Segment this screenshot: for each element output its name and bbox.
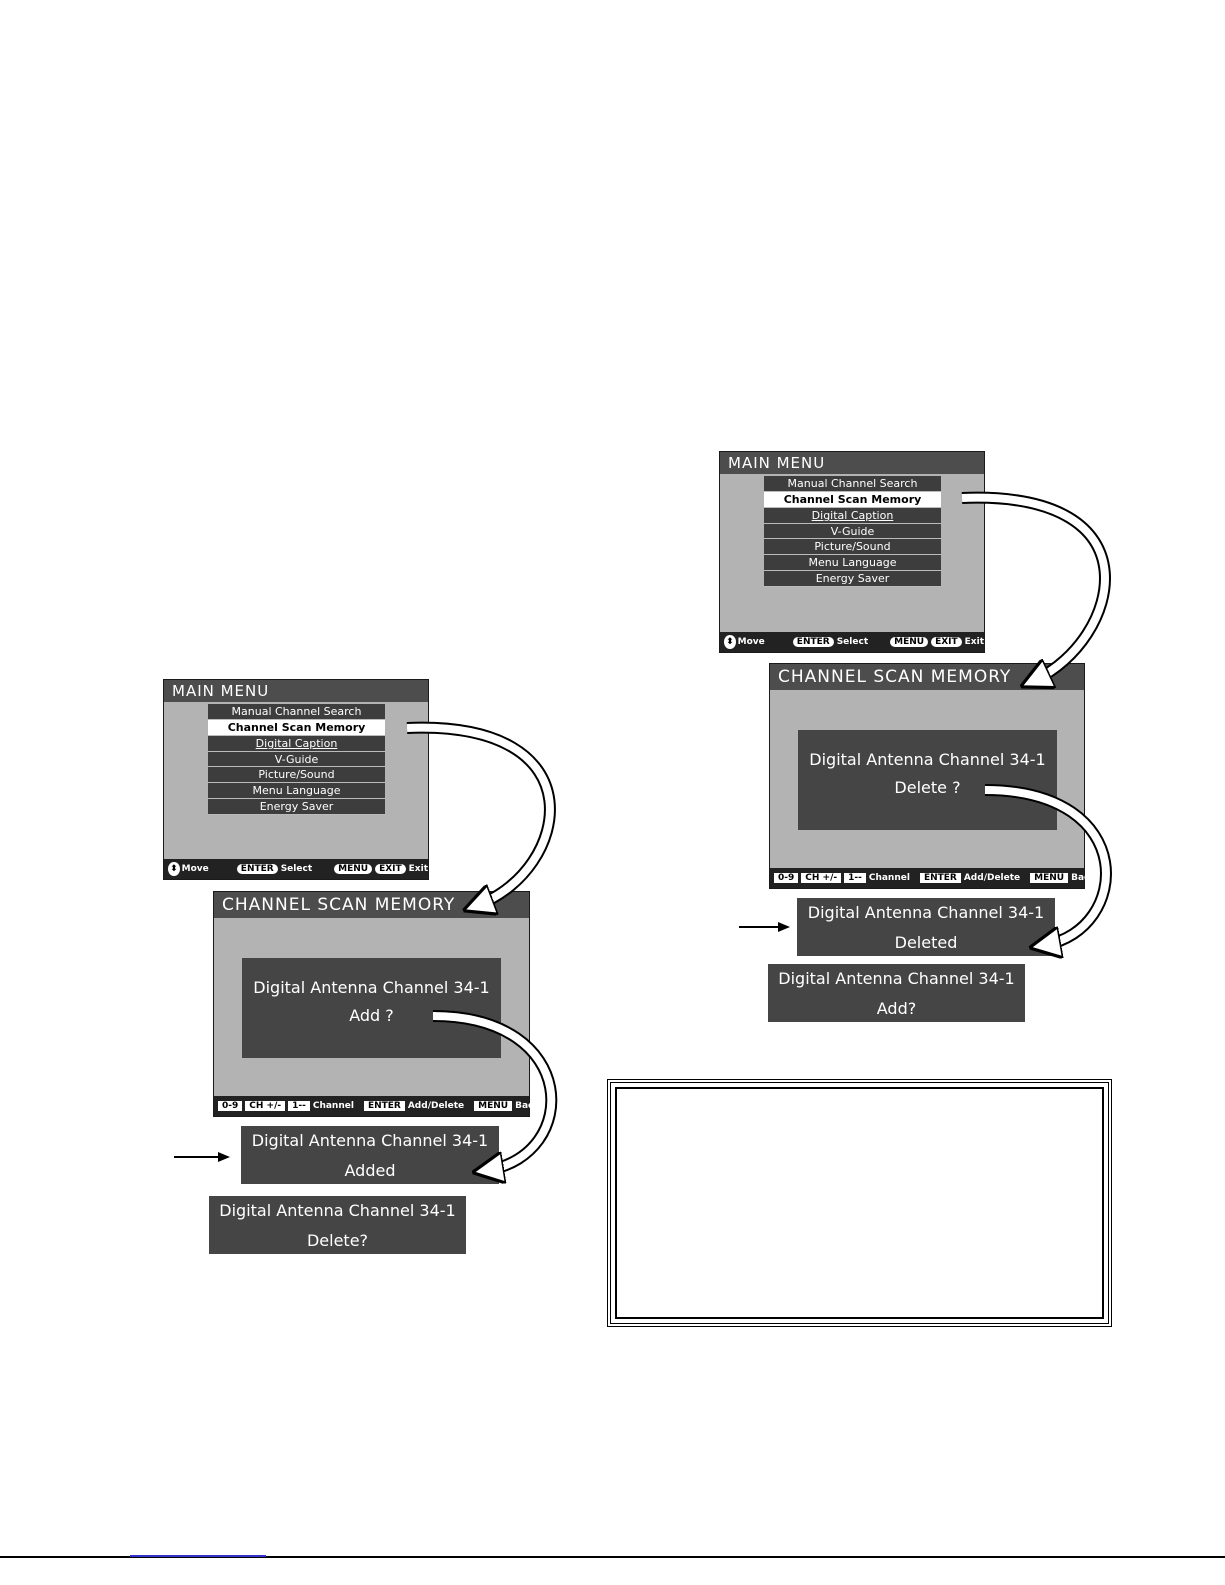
dialog-line1: Digital Antenna Channel 34-1 xyxy=(253,978,490,997)
next-line1: Digital Antenna Channel 34-1 xyxy=(219,1201,456,1220)
scan-dialog: Digital Antenna Channel 34-1 Delete ? xyxy=(798,730,1057,830)
footer-digits-key: 0-9 xyxy=(218,1101,243,1111)
next-line2: Delete? xyxy=(306,1231,369,1250)
menu-item-picture-sound[interactable]: Picture/Sound xyxy=(764,539,941,555)
right-arrow-pointer-icon xyxy=(174,922,790,1162)
footer-exit-key: EXIT xyxy=(931,637,962,647)
next-line1: Digital Antenna Channel 34-1 xyxy=(778,969,1015,988)
page-bottom-rule xyxy=(0,1556,1225,1558)
footer-enter-key: ENTER xyxy=(236,864,278,874)
menu-item-v-guide[interactable]: V-Guide xyxy=(764,524,941,539)
footer-digits-key: 0-9 xyxy=(774,873,799,883)
footer-dash-key: 1-- xyxy=(844,873,866,883)
footer-enter-key: ENTER xyxy=(919,873,961,883)
left-channel-scan-memory-screen: CHANNEL SCAN MEMORY Digital Antenna Chan… xyxy=(213,891,539,1117)
footer-select-label: Select xyxy=(836,637,869,647)
scan-footer: 0-9 CH +/- 1-- Channel ENTER Add/Delete … xyxy=(770,868,1095,888)
footer-move-label: Move xyxy=(737,637,765,647)
footer-channel-label: Channel xyxy=(868,873,910,883)
note-box-inner xyxy=(615,1087,1104,1319)
dialog-line2: Delete ? xyxy=(894,778,961,797)
footer-ch-key: CH +/- xyxy=(801,873,842,883)
footer-menu-key: MENU xyxy=(334,864,373,874)
menu-item-channel-scan-memory[interactable]: Channel Scan Memory xyxy=(764,492,941,508)
footer-select-label: Select xyxy=(280,864,313,874)
left-result-added: Digital Antenna Channel 34-1 Added xyxy=(241,1126,499,1184)
curved-flow-arrow-icon xyxy=(406,491,1112,1170)
note-box xyxy=(607,1079,1112,1327)
footer-channel-label: Channel xyxy=(312,1101,354,1111)
menu-item-menu-language[interactable]: Menu Language xyxy=(208,783,385,799)
main-menu-footer: ⬍ Move ENTER Select MENU EXIT Exit xyxy=(720,632,984,652)
footer-back-label: Back xyxy=(515,1101,540,1111)
footer-menu-key: MENU xyxy=(1030,873,1069,883)
scan-dialog: Digital Antenna Channel 34-1 Add ? xyxy=(242,958,501,1058)
right-main-menu-screen: MAIN MENU Manual Channel Search Channel … xyxy=(719,451,985,653)
menu-item-v-guide[interactable]: V-Guide xyxy=(208,752,385,767)
footer-exit-label: Exit xyxy=(408,864,428,874)
right-channel-scan-memory-screen: CHANNEL SCAN MEMORY Digital Antenna Chan… xyxy=(769,663,1095,889)
footer-back-label: Back xyxy=(1071,873,1096,883)
result-line2: Added xyxy=(344,1161,396,1180)
result-line1: Digital Antenna Channel 34-1 xyxy=(251,1131,489,1150)
menu-item-manual-channel-search[interactable]: Manual Channel Search xyxy=(208,704,385,720)
menu-item-digital-caption[interactable]: Digital Caption xyxy=(764,508,941,524)
main-menu-list: Manual Channel Search Channel Scan Memor… xyxy=(764,476,941,587)
left-main-menu-screen: MAIN MENU Manual Channel Search Channel … xyxy=(163,679,429,880)
main-menu-footer: ⬍ Move ENTER Select MENU EXIT Exit xyxy=(164,859,428,879)
next-line2: Add? xyxy=(876,999,917,1018)
footer-enter-key: ENTER xyxy=(363,1101,405,1111)
menu-item-picture-sound[interactable]: Picture/Sound xyxy=(208,767,385,783)
right-result-deleted: Digital Antenna Channel 34-1 Deleted xyxy=(797,898,1055,956)
dialog-line1: Digital Antenna Channel 34-1 xyxy=(809,750,1046,769)
up-down-move-icon: ⬍ xyxy=(724,635,736,649)
menu-item-manual-channel-search[interactable]: Manual Channel Search xyxy=(764,476,941,492)
footer-menu-key: MENU xyxy=(890,637,929,647)
menu-item-energy-saver[interactable]: Energy Saver xyxy=(764,571,941,587)
menu-item-energy-saver[interactable]: Energy Saver xyxy=(208,799,385,815)
footer-exit-key: EXIT xyxy=(375,864,406,874)
menu-item-menu-language[interactable]: Menu Language xyxy=(764,555,941,571)
main-menu-title: MAIN MENU xyxy=(720,452,984,474)
main-menu-list: Manual Channel Search Channel Scan Memor… xyxy=(208,704,385,815)
dialog-line2: Add ? xyxy=(349,1006,394,1025)
page-footer-link[interactable] xyxy=(130,1555,266,1557)
footer-dash-key: 1-- xyxy=(288,1101,310,1111)
footer-add-delete-label: Add/Delete xyxy=(407,1101,465,1111)
main-menu-title: MAIN MENU xyxy=(164,680,428,702)
up-down-move-icon: ⬍ xyxy=(168,862,180,876)
result-line2: Deleted xyxy=(894,933,958,952)
footer-add-delete-label: Add/Delete xyxy=(963,873,1021,883)
footer-enter-key: ENTER xyxy=(792,637,834,647)
menu-item-channel-scan-memory[interactable]: Channel Scan Memory xyxy=(208,720,385,736)
result-line1: Digital Antenna Channel 34-1 xyxy=(807,903,1045,922)
left-next-delete: Digital Antenna Channel 34-1 Delete? xyxy=(209,1196,466,1254)
footer-menu-key: MENU xyxy=(474,1101,513,1111)
menu-item-digital-caption[interactable]: Digital Caption xyxy=(208,736,385,752)
footer-ch-key: CH +/- xyxy=(245,1101,286,1111)
footer-move-label: Move xyxy=(181,864,209,874)
scan-footer: 0-9 CH +/- 1-- Channel ENTER Add/Delete … xyxy=(214,1096,539,1116)
right-next-add: Digital Antenna Channel 34-1 Add? xyxy=(768,964,1025,1022)
footer-exit-label: Exit xyxy=(964,637,984,647)
